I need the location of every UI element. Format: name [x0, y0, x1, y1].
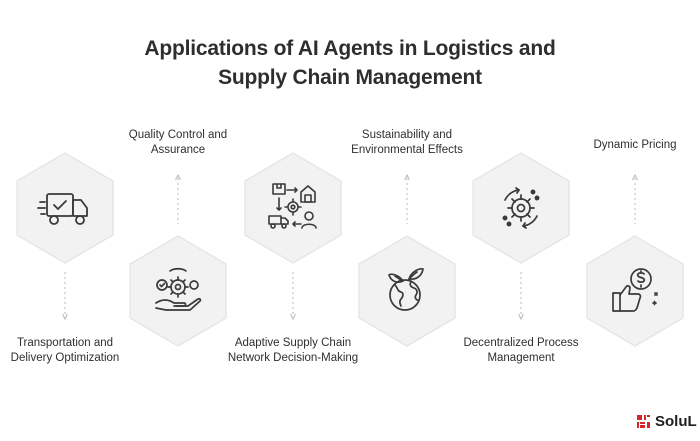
connector-pricing — [632, 173, 638, 224]
hex-sustainability — [357, 235, 457, 347]
solulab-logo-icon — [637, 414, 650, 428]
title-line-2: Supply Chain Management — [218, 66, 482, 89]
connector-sustainability — [404, 173, 410, 224]
thumbs-up-dollar-icon — [612, 268, 658, 312]
label-pricing: Dynamic Pricing — [593, 139, 677, 151]
brand-name: SoluL — [655, 412, 697, 430]
connector-transportation — [62, 272, 68, 321]
connector-adaptive — [290, 272, 296, 321]
supply-chain-network-icon — [268, 183, 317, 229]
delivery-truck-icon — [37, 193, 88, 225]
hex-transportation — [15, 152, 115, 264]
title-line-1: Applications of AI Agents in Logistics a… — [144, 37, 556, 60]
globe-leaves-icon — [388, 268, 424, 311]
hex-decentralized — [471, 152, 571, 264]
hex-pricing — [585, 235, 685, 347]
gear-cycle-icon — [502, 187, 540, 229]
label-quality: Quality Control and Assurance — [128, 129, 228, 156]
label-sustainability: Sustainability and Environmental Effects — [351, 129, 463, 156]
hex-adaptive — [243, 152, 343, 264]
brand-logo: SoluL — [636, 411, 697, 431]
label-transportation: Transportation and Delivery Optimization — [10, 337, 120, 364]
label-adaptive: Adaptive Supply Chain Network Decision-M… — [227, 337, 359, 364]
connector-quality — [175, 173, 181, 224]
quality-gears-hand-icon — [155, 267, 202, 311]
page-title: Applications of AI Agents in Logistics a… — [0, 34, 700, 92]
hex-quality — [128, 235, 228, 347]
label-decentralized: Decentralized Process Management — [463, 337, 579, 364]
connector-decentralized — [518, 272, 524, 321]
